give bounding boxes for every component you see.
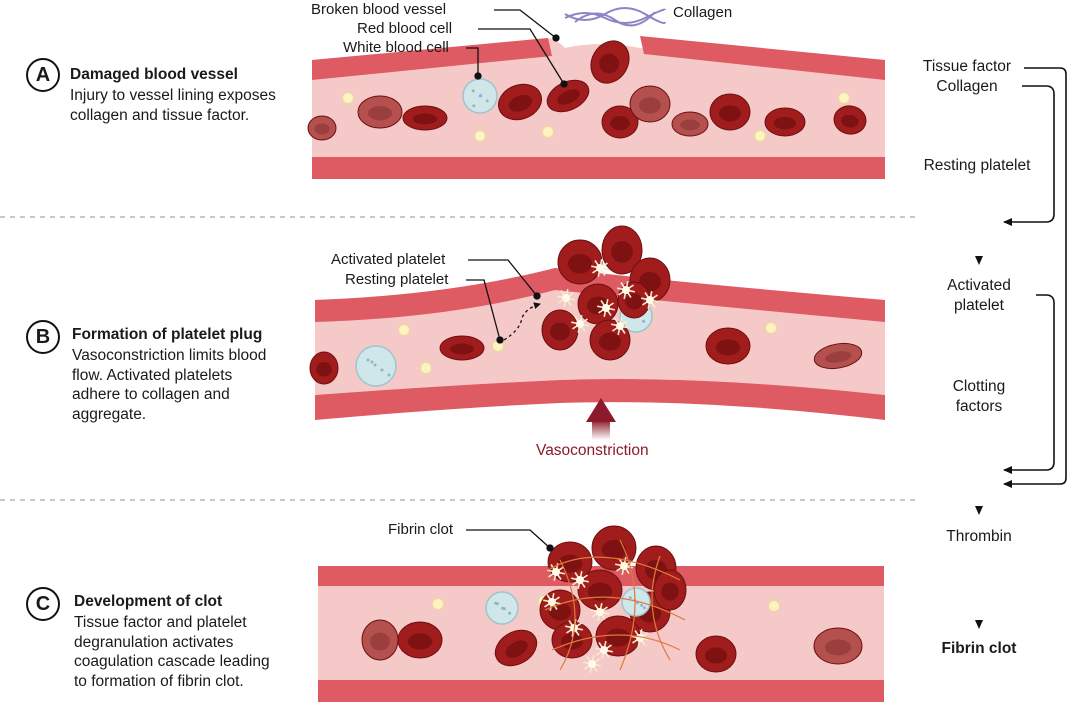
panel-a-label: A <box>26 58 60 92</box>
red-blood-cell <box>671 111 709 137</box>
panel-b-description: Vasoconstriction limits blood flow. Acti… <box>72 347 267 423</box>
red-blood-cell <box>601 225 643 275</box>
panel-c-title: Development of clot <box>74 593 223 610</box>
flow-clotting-factors: Clotting factors <box>952 378 1006 415</box>
resting-platelet <box>474 130 486 142</box>
resting-platelet <box>398 324 410 336</box>
resting-platelet <box>765 322 777 334</box>
callout-lines-b <box>466 259 541 344</box>
white-blood-cell <box>621 587 651 617</box>
flow-fibrin-clot: Fibrin clot <box>941 640 1017 657</box>
red-blood-cell <box>541 309 579 351</box>
activated-platelet <box>557 289 575 307</box>
callout-collagen: Collagen <box>673 4 733 21</box>
red-blood-cell <box>813 627 863 665</box>
red-blood-cell <box>577 569 623 611</box>
red-blood-cell <box>705 327 751 365</box>
callout-resting-platelet: Resting platelet <box>345 271 449 288</box>
callout-activated-platelet: Activated platelet <box>331 251 446 268</box>
red-blood-cell <box>709 93 751 131</box>
resting-platelet <box>768 600 780 612</box>
activated-platelet <box>641 291 659 309</box>
vasoconstriction-label: Vasoconstriction <box>536 442 649 459</box>
flow-arrows <box>975 67 1067 629</box>
red-blood-cell <box>577 283 619 325</box>
callout-white-cell: White blood cell <box>343 39 449 56</box>
activated-platelet <box>591 259 609 277</box>
panel-c-label: C <box>26 587 60 621</box>
red-blood-cell <box>695 635 737 673</box>
activated-platelet <box>591 603 609 621</box>
panel-b-label: B <box>26 320 60 354</box>
panel-c-description: Tissue factor and platelet degranulation… <box>74 614 270 690</box>
resting-platelet <box>342 92 354 104</box>
activated-platelet <box>583 655 601 673</box>
activated-platelet <box>571 571 589 589</box>
callout-fibrin-clot: Fibrin clot <box>388 521 454 538</box>
callout-lines-c <box>466 529 554 552</box>
activated-platelet <box>565 619 583 637</box>
activated-platelet <box>597 299 615 317</box>
fibrin-strands <box>544 539 686 671</box>
red-blood-cell <box>307 115 337 141</box>
resting-platelet <box>838 92 850 104</box>
activated-platelet <box>611 317 629 335</box>
red-blood-cell <box>601 105 639 139</box>
white-blood-cell <box>355 345 397 387</box>
red-blood-cell <box>590 40 630 84</box>
collagen-fibers <box>564 7 666 27</box>
flow-thrombin: Thrombin <box>946 528 1012 545</box>
red-blood-cell <box>309 351 339 385</box>
red-blood-cell <box>833 105 867 135</box>
panel-a-title: Damaged blood vessel <box>70 66 238 83</box>
resting-platelet <box>420 362 432 374</box>
red-blood-cell <box>557 239 603 285</box>
red-blood-cell <box>629 85 671 123</box>
vessel-a <box>312 36 885 179</box>
red-blood-cell <box>617 281 651 319</box>
callout-red-cell: Red blood cell <box>357 20 453 37</box>
callout-broken-vessel: Broken blood vessel <box>311 1 447 18</box>
resting-platelet <box>432 598 444 610</box>
resting-platelet <box>542 126 554 138</box>
red-blood-cell <box>546 79 590 113</box>
red-blood-cell <box>402 105 448 131</box>
red-blood-cell <box>494 629 538 667</box>
flow-resting-platelet: Resting platelet <box>923 157 1031 174</box>
red-blood-cell <box>439 335 485 361</box>
panel-b-title: Formation of platelet plug <box>72 326 263 343</box>
red-blood-cell <box>397 621 443 659</box>
red-blood-cell <box>813 342 863 370</box>
flow-activated-platelet: Activated platelet <box>947 277 1011 314</box>
activated-platelet <box>595 641 613 659</box>
white-blood-cell <box>485 591 519 625</box>
activated-platelet <box>615 557 633 575</box>
vasoconstriction-arrow <box>586 398 616 440</box>
red-blood-cell <box>361 619 399 661</box>
callout-lines-a <box>466 9 568 88</box>
white-blood-cell <box>462 78 498 114</box>
resting-platelet <box>754 130 766 142</box>
activated-platelet <box>617 281 635 299</box>
red-blood-cell <box>498 83 542 121</box>
flow-collagen: Collagen <box>936 78 998 95</box>
red-blood-cell <box>653 569 687 611</box>
red-blood-cell <box>764 107 806 137</box>
activated-platelet <box>571 315 589 333</box>
panel-a-description: Injury to vessel lining exposes collagen… <box>70 87 276 124</box>
flow-tissue-factor: Tissue factor <box>922 58 1012 75</box>
red-blood-cell <box>357 95 403 129</box>
